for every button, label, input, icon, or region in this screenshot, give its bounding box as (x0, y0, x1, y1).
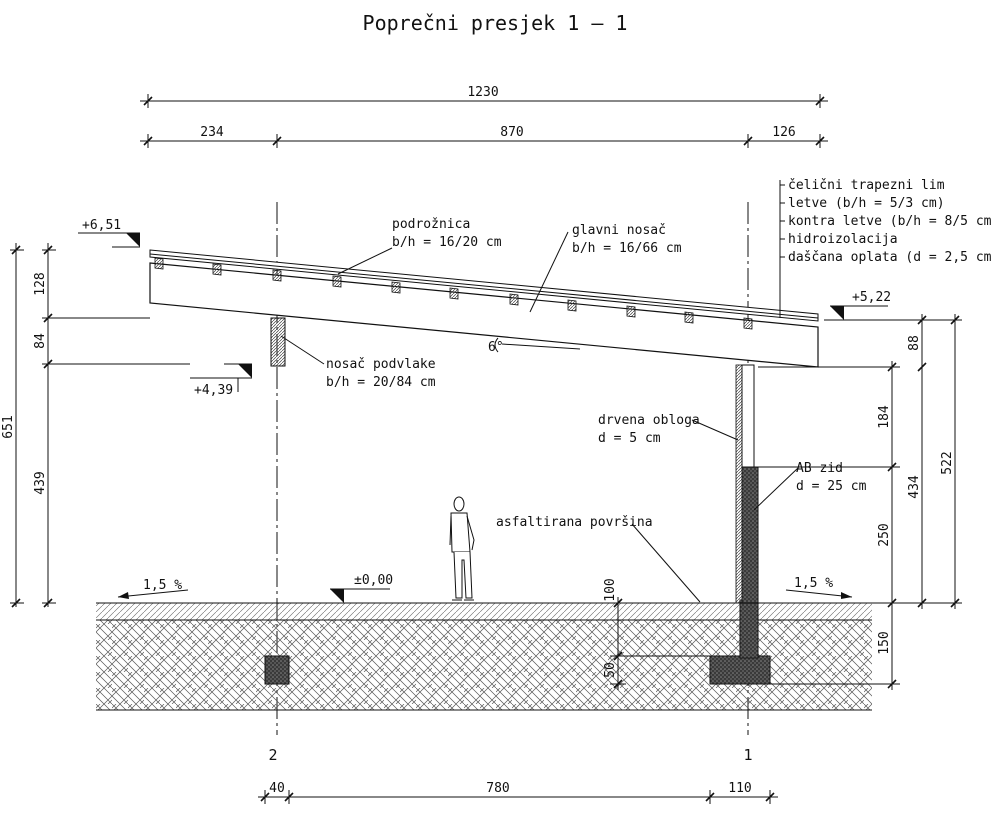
level-marker-top-right: +5,22 (830, 290, 891, 321)
timber-column (741, 364, 755, 468)
top-overall-dimension: 1230 (140, 85, 828, 108)
left-vertical-dimensions: 651 128 84 439 (1, 243, 190, 608)
drawing-title: Poprečni presjek 1 – 1 (363, 11, 628, 35)
level-top-left-label: +6,51 (82, 218, 121, 233)
human-figure (449, 496, 475, 601)
annotations: podrožnica b/h = 16/20 cm glavni nosač b… (326, 217, 867, 530)
dim-84-label: 84 (33, 333, 48, 349)
dim-150-label: 150 (877, 631, 892, 654)
dim-434-label: 434 (907, 475, 922, 499)
wall-size: d = 25 cm (796, 479, 867, 494)
column-axis-1 (735, 364, 759, 604)
dim-right-label: 126 (772, 125, 795, 140)
roof-layer-4: hidroizolacija (788, 232, 898, 247)
dim-left-label: 234 (200, 125, 224, 140)
support-beam (270, 317, 286, 367)
main-beam-name: glavni nosač (572, 223, 666, 238)
wall-name: AB zid (796, 461, 843, 476)
roof-layer-1: čelični trapezni lim (788, 178, 945, 193)
dim-88-label: 88 (907, 335, 922, 351)
dim-overall-label: 1230 (467, 85, 498, 100)
reinforced-concrete-wall (741, 466, 759, 604)
foundation-wall-below-ground (739, 599, 759, 659)
dim-50-label: 50 (603, 662, 618, 678)
leader-lines (280, 180, 799, 603)
foundation-axis-1 (709, 655, 771, 685)
foundation-axis-2 (264, 655, 290, 685)
dim-middle-label: 870 (500, 125, 523, 140)
dim-40-label: 40 (269, 781, 285, 796)
angle-label: 6° (488, 340, 504, 355)
slope-arrow-right: 1,5 % (785, 576, 853, 599)
axis-label-1: 1 (743, 746, 752, 764)
dim-651-label: 651 (1, 415, 16, 438)
dim-439-label: 439 (33, 471, 48, 494)
roof-layer-5: daščana oplata (d = 2,5 cm) (788, 250, 991, 265)
roof-layer-3: kontra letve (b/h = 8/5 cm) (788, 214, 991, 229)
dim-110-label: 110 (728, 781, 751, 796)
asphalt-layer (96, 603, 872, 620)
main-beam-size: b/h = 16/66 cm (572, 241, 682, 256)
dim-184-label: 184 (877, 405, 892, 429)
cladding-name: drvena obloga (598, 413, 700, 428)
support-beam-size: b/h = 20/84 cm (326, 375, 436, 390)
dim-250-label: 250 (877, 523, 892, 546)
roof-layer-2: letve (b/h = 5/3 cm) (788, 196, 945, 211)
level-marker-top-left: +6,51 (78, 218, 140, 248)
purlin-size: b/h = 16/20 cm (392, 235, 502, 250)
dim-522-label: 522 (940, 451, 955, 474)
level-marker-beam-bottom: +4,39 (190, 363, 252, 398)
dim-780-label: 780 (486, 781, 509, 796)
purlins (154, 257, 753, 330)
slope-arrow-left: 1,5 % (117, 578, 189, 599)
timber-cladding (735, 364, 743, 604)
support-beam-name: nosač podvlake (326, 357, 436, 372)
level-beam-bottom-label: +4,39 (194, 383, 233, 398)
roof-layers-list: čelični trapezni lim letve (b/h = 5/3 cm… (788, 178, 991, 265)
dim-128-label: 128 (33, 272, 48, 295)
level-ground-label: ±0,00 (354, 573, 393, 588)
slope-right-label: 1,5 % (794, 576, 833, 591)
surface-label: asfaltirana površina (496, 515, 653, 530)
main-beam (149, 262, 819, 368)
level-marker-ground: ±0,00 (330, 573, 393, 603)
slope-left-label: 1,5 % (143, 578, 182, 593)
dim-100-label: 100 (603, 578, 618, 601)
bottom-dimensions: 40 780 110 (258, 781, 778, 804)
right-vertical-dimensions: 522 88 434 184 250 150 (758, 314, 962, 690)
roof-structure (149, 249, 819, 368)
top-segment-dimension: 234 870 126 (140, 125, 828, 148)
foundation-depth-dimensions: 100 50 (603, 578, 710, 690)
level-top-right-label: +5,22 (852, 290, 891, 305)
purlin-name: podrožnica (392, 217, 470, 232)
cladding-size: d = 5 cm (598, 431, 661, 446)
axis-label-2: 2 (268, 746, 277, 764)
